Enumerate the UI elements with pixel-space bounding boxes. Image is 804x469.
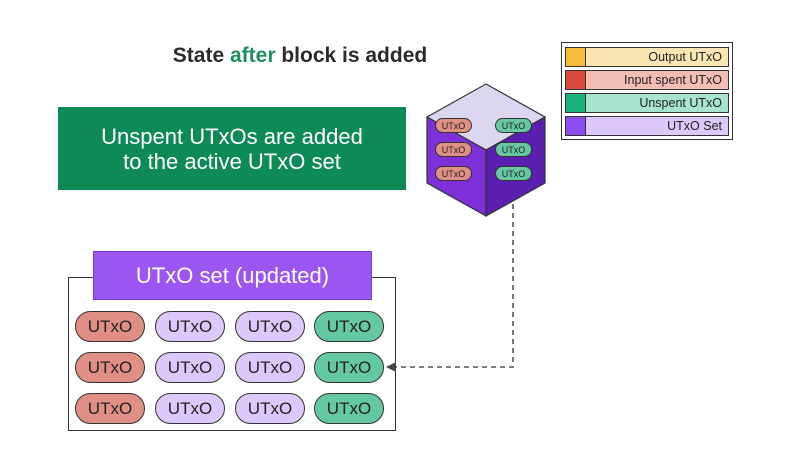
cube-utxo-pill: UTxO: [435, 166, 472, 181]
note-line-1: Unspent UTxOs are added: [101, 123, 363, 149]
cube-utxo-pill: UTxO: [435, 142, 472, 157]
block-cube: UTxO UTxO UTxO UTxO UTxO UTxO: [424, 82, 548, 223]
legend-swatch: [566, 117, 586, 135]
legend-swatch: [566, 71, 586, 89]
cube-utxo-pill: UTxO: [495, 142, 532, 157]
title-part-2: after: [229, 44, 276, 67]
note-box: Unspent UTxOs are added to the active UT…: [58, 107, 406, 190]
legend-item-input-spent: Input spent UTxO: [565, 70, 729, 90]
utxo-pill: UTxO: [75, 311, 145, 342]
title-part-1: State: [172, 44, 225, 67]
utxo-pill: UTxO: [155, 393, 225, 424]
utxo-pill: UTxO: [235, 311, 305, 342]
legend-item-utxo-set: UTxO Set: [565, 116, 729, 136]
diagram-title: State after block is added: [0, 44, 600, 68]
legend: Output UTxO Input spent UTxO Unspent UTx…: [561, 42, 733, 140]
note-line-2: to the active UTxO set: [123, 148, 341, 174]
legend-item-unspent: Unspent UTxO: [565, 93, 729, 113]
cube-utxo-pill: UTxO: [495, 118, 532, 133]
legend-label: Output UTxO: [586, 48, 728, 66]
utxo-pill: UTxO: [235, 352, 305, 383]
title-part-3: block is added: [281, 44, 428, 67]
legend-label: Input spent UTxO: [586, 71, 728, 89]
utxo-pill: UTxO: [235, 393, 305, 424]
utxo-pill: UTxO: [314, 352, 384, 383]
utxo-pill: UTxO: [155, 311, 225, 342]
cube-utxo-pill: UTxO: [495, 166, 532, 181]
legend-swatch: [566, 94, 586, 112]
legend-label: UTxO Set: [586, 117, 728, 135]
cube-utxo-pill: UTxO: [435, 118, 472, 133]
utxo-pill: UTxO: [314, 393, 384, 424]
utxo-set-header: UTxO set (updated): [93, 251, 372, 300]
utxo-pill: UTxO: [75, 393, 145, 424]
legend-swatch: [566, 48, 586, 66]
utxo-pill: UTxO: [155, 352, 225, 383]
legend-label: Unspent UTxO: [586, 94, 728, 112]
utxo-pill: UTxO: [314, 311, 384, 342]
utxo-pill: UTxO: [75, 352, 145, 383]
legend-item-output: Output UTxO: [565, 47, 729, 67]
